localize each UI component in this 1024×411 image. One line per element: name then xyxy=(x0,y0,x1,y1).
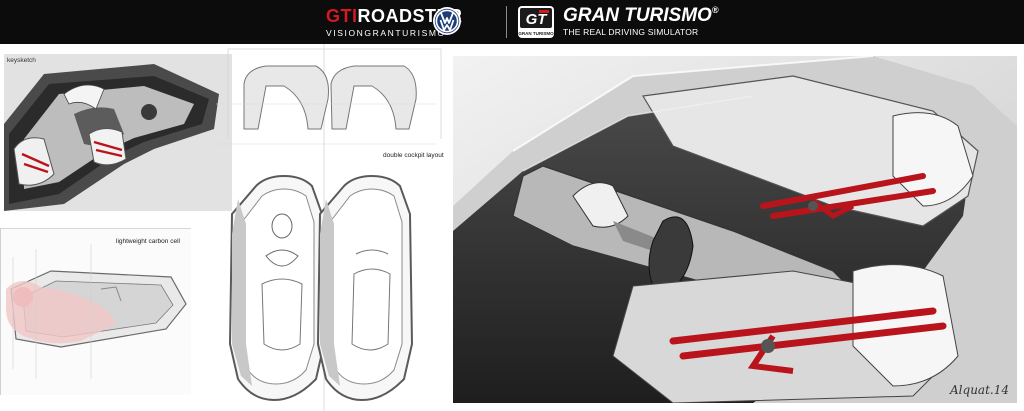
carbon-cell-drawing xyxy=(6,244,187,379)
interior-render-panel: Alquat.14 xyxy=(453,56,1017,403)
vw-logo-icon xyxy=(433,7,461,35)
gran-turismo-text: GRAN TURISMO xyxy=(563,5,712,26)
gti-roadster-logo: GTIROADSTER VISIONGRANTURISMO xyxy=(320,4,506,40)
gti-accent-text: GTI xyxy=(326,6,358,26)
gran-turismo-subtitle: THE REAL DRIVING SIMULATOR xyxy=(563,27,699,37)
gt-logo-icon: GT GRAN TURISMO xyxy=(518,6,554,38)
gt-logo-letters: GT xyxy=(526,11,549,28)
double-cockpit-drawing xyxy=(216,44,442,411)
left-cockpit-cell xyxy=(228,174,326,402)
gran-turismo-title: GRAN TURISMO® xyxy=(563,5,718,27)
registered-mark: ® xyxy=(711,5,719,15)
interior-render-drawing xyxy=(453,56,1017,403)
carbon-cell-label: lightweight carbon cell xyxy=(116,238,180,245)
double-cockpit-panel: double cockpit layout xyxy=(196,44,450,411)
vision-gran-turismo-subtitle: VISIONGRANTURISMO xyxy=(326,28,446,38)
designer-signature: Alquat.14 xyxy=(950,383,1009,397)
right-cockpit-cell xyxy=(316,174,414,402)
keysketch-label: keysketch xyxy=(7,57,36,64)
gt-logo-caption: GRAN TURISMO xyxy=(518,31,554,36)
header-bar: GTIROADSTER VISIONGRANTURISMO GT GRAN TU… xyxy=(0,0,1024,44)
double-cockpit-label: double cockpit layout xyxy=(383,152,444,159)
keysketch-drawing xyxy=(4,54,232,211)
carbon-cell-panel: lightweight carbon cell xyxy=(0,228,191,395)
header-divider xyxy=(506,6,507,38)
keysketch-panel: keysketch xyxy=(4,54,232,211)
